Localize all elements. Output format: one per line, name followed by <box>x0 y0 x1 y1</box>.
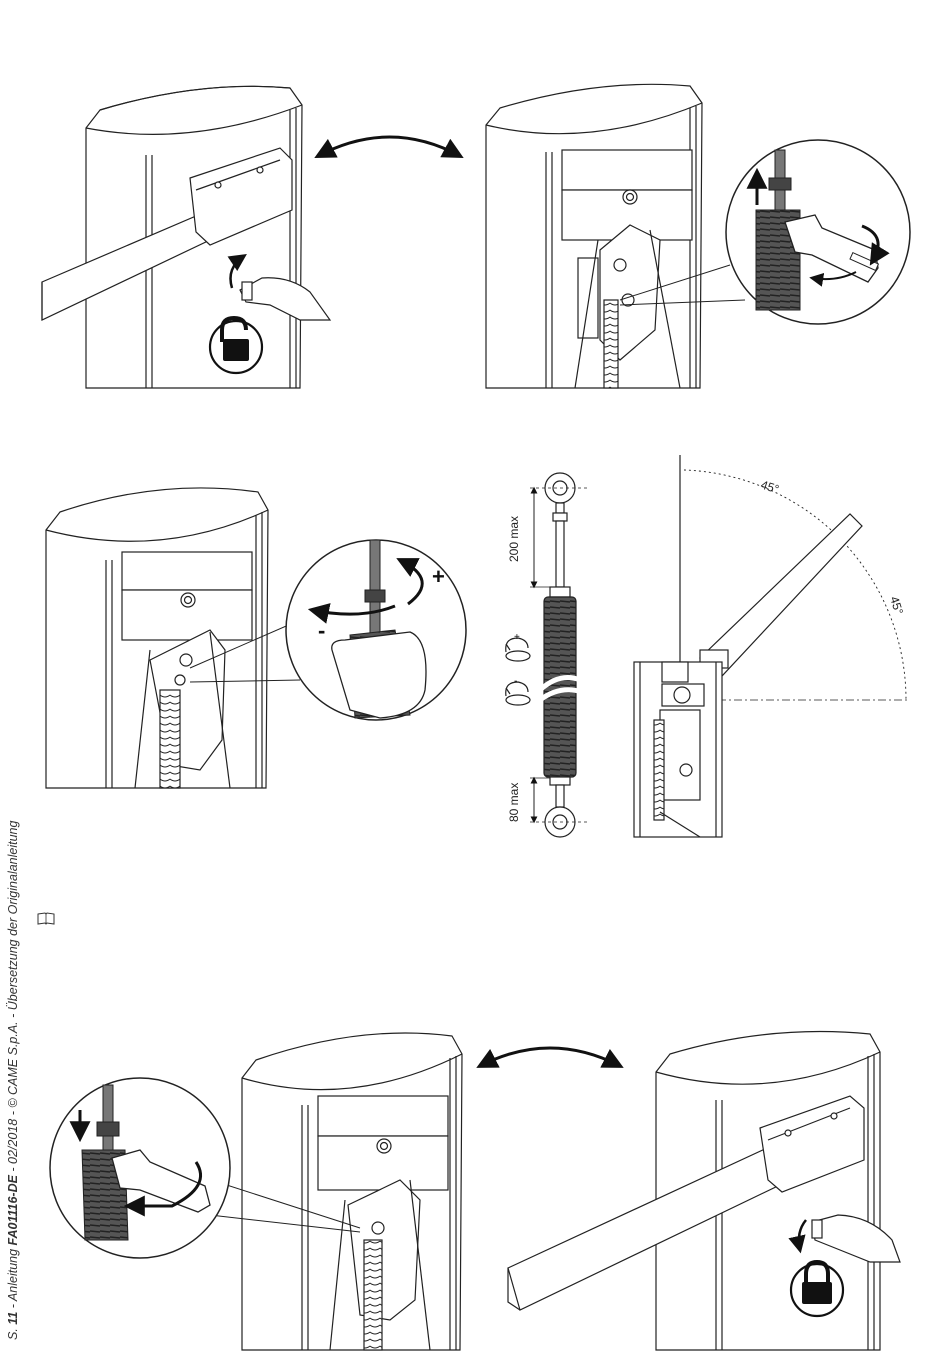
rotate-plus-label: + <box>514 632 520 643</box>
rotate-decrease-icon <box>506 682 530 705</box>
angle-top-label: 45° <box>759 478 781 497</box>
panel-open-housing-bottom <box>242 1033 462 1350</box>
plus-label: + <box>432 564 445 589</box>
panel-open-housing-top <box>486 84 702 388</box>
panel-unlock-housing <box>42 86 330 388</box>
angle-diagram <box>634 455 910 837</box>
panel-lock-housing <box>508 1032 900 1351</box>
page-footer: S. 11 - Anleitung FA01116-DE - 02/2018 -… <box>6 720 24 1340</box>
book-icon <box>37 912 55 926</box>
footer-doc-code: FA01116-DE <box>6 1175 20 1245</box>
panel-spring-adjust <box>46 488 268 788</box>
footer-page-number: 11 <box>6 1312 20 1325</box>
angle-right-label: 45° <box>887 595 906 617</box>
locked-padlock-icon <box>791 1262 843 1316</box>
swap-arrow-bottom <box>480 1048 620 1066</box>
swap-arrow-top <box>318 137 460 156</box>
footer-rest: - 02/2018 - © CAME S.p.A. - Übersetzung … <box>6 821 20 1176</box>
dimension-bottom-label: 80 max <box>507 783 521 822</box>
rotate-minus-label: - <box>514 676 517 687</box>
dimension-top-label: 200 max <box>507 516 521 562</box>
minus-label: - <box>318 618 325 643</box>
footer-page-prefix: S. <box>6 1325 20 1340</box>
spring-dimension-drawing <box>530 473 590 837</box>
footer-separator: - Anleitung <box>6 1245 20 1311</box>
